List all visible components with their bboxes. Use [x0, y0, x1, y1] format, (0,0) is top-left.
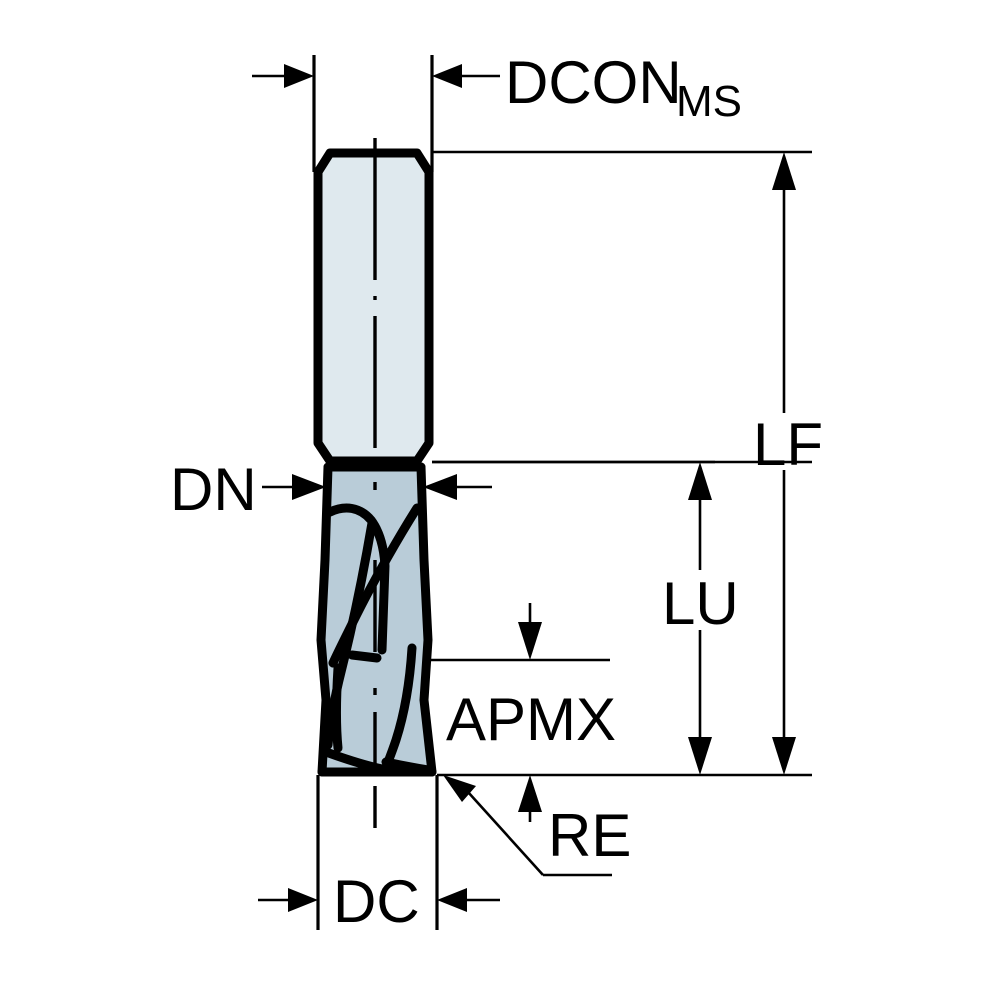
- re-arrowhead-up: [518, 775, 542, 812]
- apmx-arrowhead-down: [518, 622, 542, 660]
- tool-body: [313, 138, 437, 828]
- flute-helix-lower-left: [332, 663, 343, 753]
- dimension-label-dcon: DCON: [505, 49, 682, 116]
- dc-arrowhead-left: [288, 888, 318, 912]
- dimension-label-re: RE: [548, 802, 631, 869]
- flute-cutting-edge-diagonal: [323, 518, 377, 750]
- re-leader-arrowhead: [443, 775, 476, 802]
- dimension-label-dcon-subscript: MS: [676, 77, 742, 126]
- dimension-apmx: APMX: [446, 603, 616, 753]
- dimension-lf: LF: [753, 152, 823, 775]
- dimension-label-lf: LF: [753, 411, 823, 478]
- dimension-dcon-ms: DCON MS: [252, 49, 742, 126]
- flute-helix-upper-sweep: [328, 503, 422, 668]
- dimension-dc: DC: [258, 868, 500, 935]
- dimension-re: RE: [443, 775, 631, 877]
- dc-arrowhead-right: [437, 888, 467, 912]
- dn-arrowhead-left: [292, 474, 326, 500]
- dcon-arrowhead-left: [284, 64, 314, 88]
- lu-arrowhead-top: [688, 462, 712, 500]
- lf-arrowhead-bottom: [772, 737, 796, 775]
- dimension-label-apmx: APMX: [446, 686, 616, 753]
- flute-land-mid-left: [347, 650, 382, 663]
- dimension-label-dc: DC: [333, 868, 420, 935]
- dn-arrowhead-right: [423, 474, 457, 500]
- dimension-lu: LU: [662, 462, 739, 775]
- re-leader-diagonal: [467, 791, 544, 876]
- dcon-arrowhead-right: [432, 64, 462, 88]
- dimension-dn: DN: [170, 456, 492, 523]
- dimension-label-dn: DN: [170, 456, 257, 523]
- tool-shank: [313, 148, 434, 466]
- lf-arrowhead-top: [772, 152, 796, 190]
- lu-arrowhead-bottom: [688, 737, 712, 775]
- dimension-label-lu: LU: [662, 570, 739, 637]
